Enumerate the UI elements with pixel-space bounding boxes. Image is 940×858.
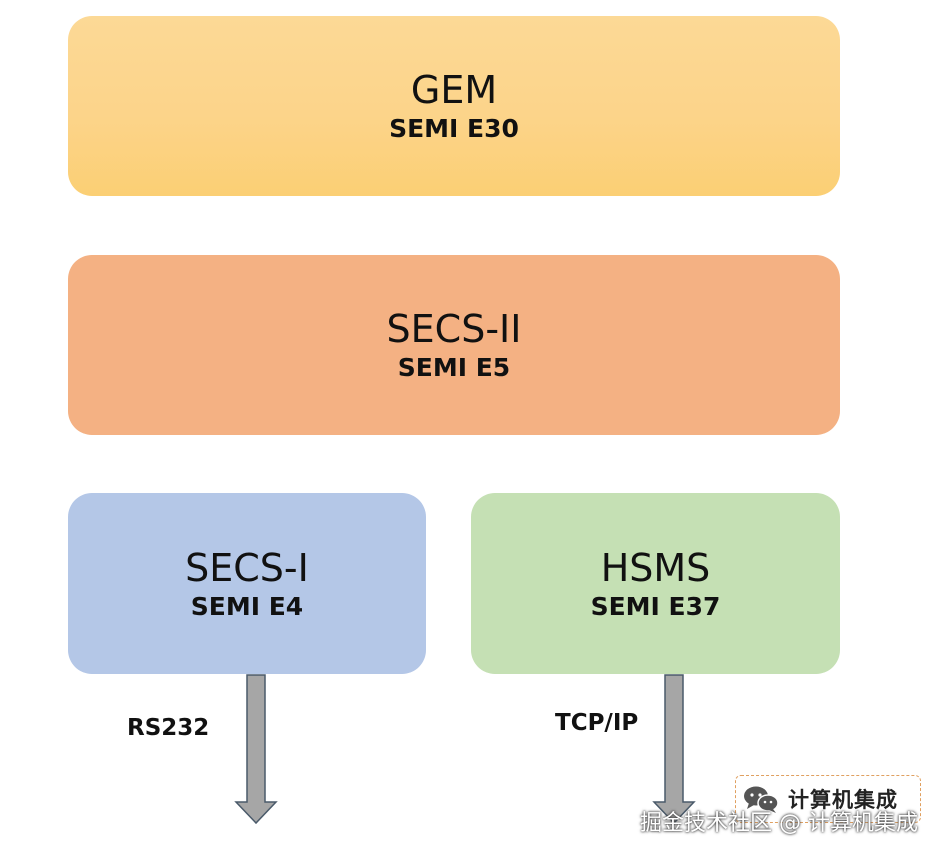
rs232-label: RS232 [127, 715, 210, 741]
gem-layer-box: GEM SEMI E30 [68, 16, 840, 196]
secs1-standard: SEMI E4 [190, 591, 304, 621]
hsms-standard: SEMI E37 [590, 591, 721, 621]
secs2-standard: SEMI E5 [397, 353, 511, 382]
hsms-title: HSMS [600, 545, 711, 590]
secs2-layer-box: SECS-II SEMI E5 [68, 255, 840, 435]
watermark-badge: 计算机集成 [735, 775, 921, 823]
secs1-layer-box: SECS-I SEMI E4 [68, 493, 426, 674]
hsms-layer-box: HSMS SEMI E37 [471, 493, 840, 674]
watermark-badge-text: 计算机集成 [788, 787, 898, 812]
gem-title: GEM [410, 68, 498, 112]
rs232-down-arrow [234, 674, 278, 825]
watermark-footer: 掘金技术社区 @ 计算机集成 [640, 811, 918, 836]
tcpip-down-arrow [652, 674, 696, 825]
secs2-title: SECS-II [386, 307, 522, 351]
secs1-title: SECS-I [185, 545, 309, 590]
gem-standard: SEMI E30 [389, 114, 519, 143]
tcpip-label: TCP/IP [555, 710, 639, 736]
wechat-icon [744, 786, 779, 813]
